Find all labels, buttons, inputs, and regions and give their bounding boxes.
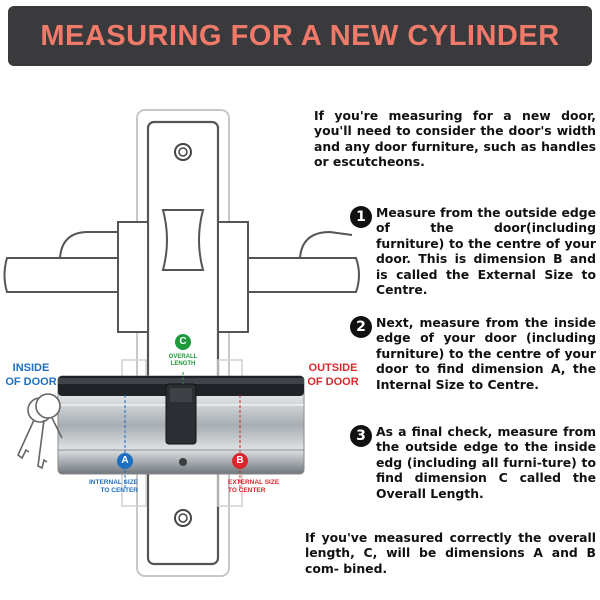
page-title: MEASURING FOR A NEW CYLINDER [40, 19, 560, 52]
badge-b: B [232, 453, 248, 469]
overall-length-label: OVERALL LENGTH [168, 354, 198, 367]
badge-a: A [117, 453, 133, 469]
title-bar: MEASURING FOR A NEW CYLINDER [8, 6, 592, 66]
bottom-screw [174, 509, 192, 527]
cylinder-lock [57, 375, 305, 475]
step-2-text: Next, measure from the inside edge of yo… [376, 315, 596, 392]
fixing-hole [179, 458, 187, 466]
handle-spindle [161, 209, 205, 271]
outro-text: If you've measured correctly the overall… [305, 530, 596, 576]
outside-of-door-label: OUTSIDE OF DOOR [307, 362, 359, 388]
step-1-number-icon: 1 [350, 206, 372, 228]
top-screw [174, 143, 192, 161]
external-size-label: EXTERNAL SIZE TO CENTER [228, 479, 280, 494]
step-1-text: Measure from the outside edge of the doo… [376, 205, 596, 298]
intro-text: If you're measuring for a new door, you'… [314, 108, 596, 170]
badge-c: C [175, 334, 191, 350]
left-handle [3, 221, 149, 333]
step-2-number-icon: 2 [350, 316, 372, 338]
back-plate-outline [136, 109, 230, 577]
right-handle [217, 221, 360, 333]
internal-size-label: INTERNAL SIZE TO CENTER [89, 479, 138, 494]
step-3-text: As a final check, measure from the outsi… [376, 424, 596, 501]
step-3-number-icon: 3 [350, 425, 372, 447]
inside-of-door-label: INSIDE OF DOOR [5, 362, 57, 388]
title-banner: MEASURING FOR A NEW CYLINDER [0, 0, 600, 76]
key-icon [17, 393, 63, 470]
